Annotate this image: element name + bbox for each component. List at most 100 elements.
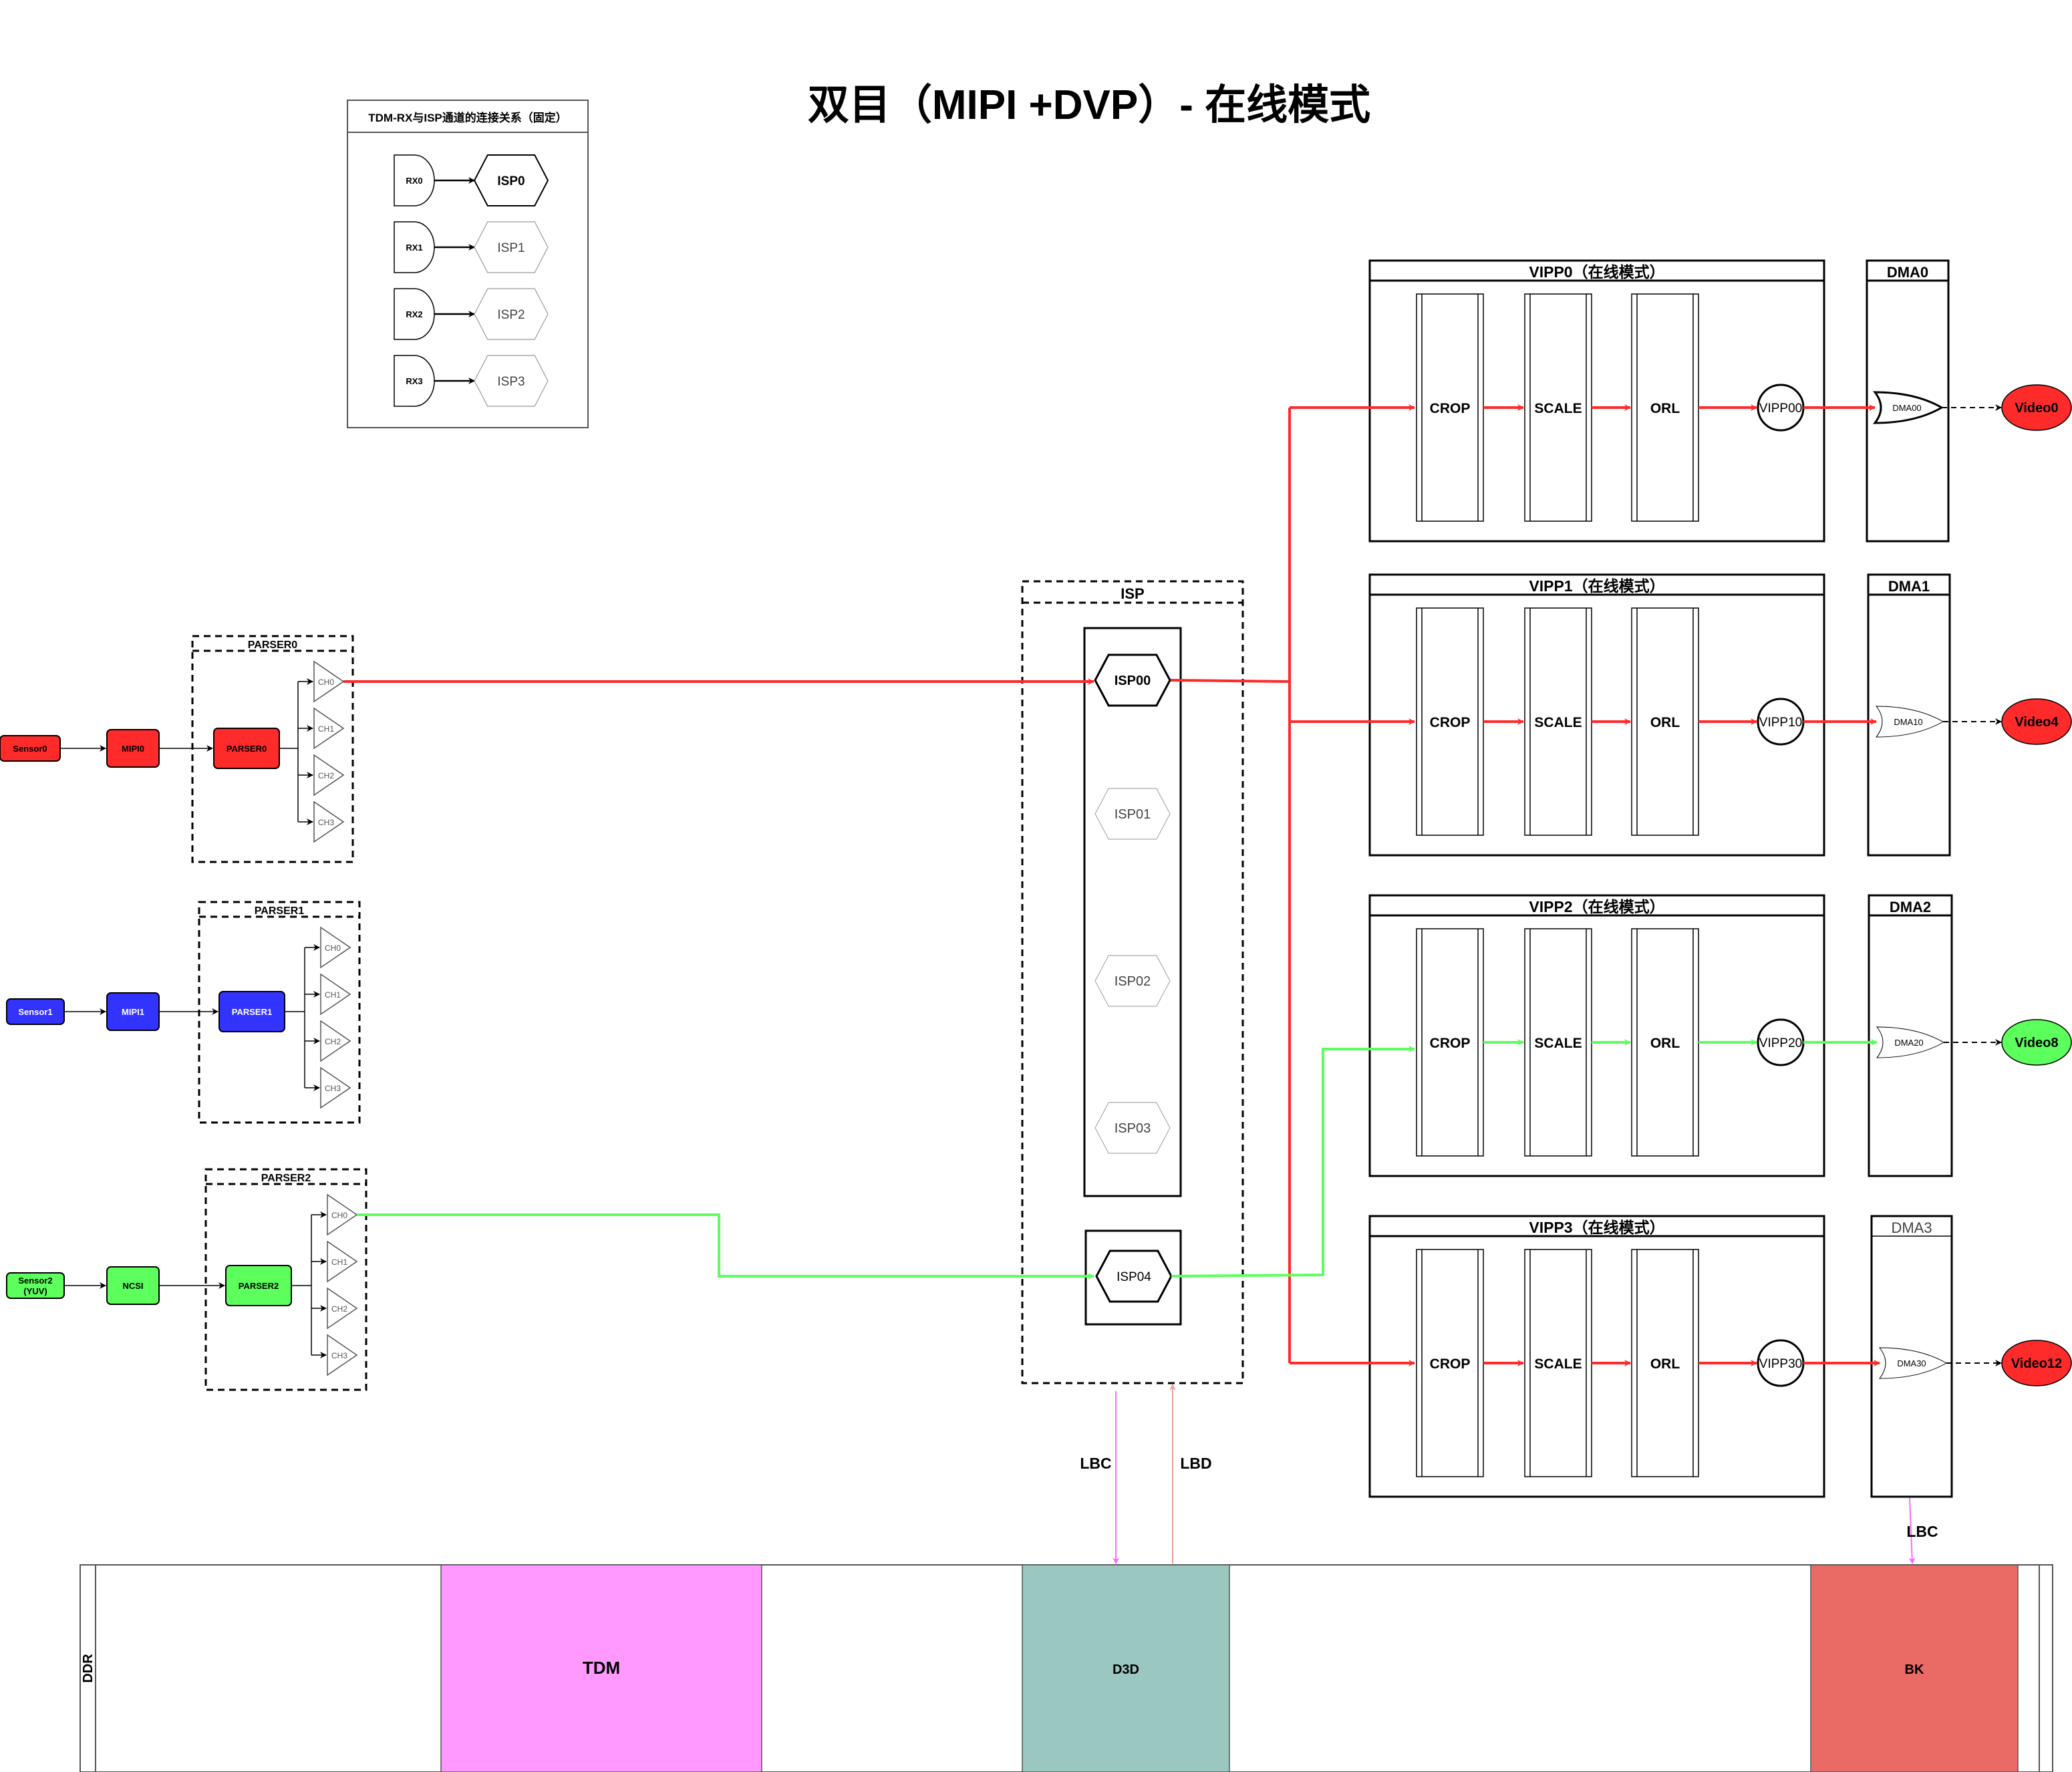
channel-triangle[interactable]: [313, 660, 345, 703]
dma-label: DMA30: [1897, 1358, 1926, 1368]
dma-label: DMA20: [1894, 1038, 1923, 1048]
page-title: 双目（MIPI +DVP）- 在线模式: [808, 82, 1370, 128]
flow-green-isp04: [357, 1213, 1094, 1280]
parser-label: PARSER1: [232, 1007, 272, 1017]
vipp-block[interactable]: [1631, 928, 1699, 1157]
channel-triangle[interactable]: [327, 1240, 358, 1283]
sensor-label: Sensor0: [13, 744, 47, 754]
vipp-block-label: SCALE: [1534, 1036, 1582, 1051]
vipp-block[interactable]: [1524, 607, 1592, 836]
phy-label: MIPI0: [122, 744, 144, 754]
sensor-label: Sensor2: [18, 1276, 52, 1286]
channel-triangle[interactable]: [313, 707, 345, 750]
dma-gate[interactable]: [1872, 391, 1944, 424]
vipp-title: VIPP3（在线模式）: [1529, 1219, 1664, 1236]
vipp-block[interactable]: [1631, 607, 1699, 836]
channel-label: CH0: [318, 678, 334, 687]
channel-label: CH3: [331, 1351, 347, 1360]
vipp-block[interactable]: [1416, 928, 1484, 1157]
isp-label: ISP1: [497, 241, 525, 255]
vipp-block[interactable]: [1416, 607, 1484, 836]
vipp-block[interactable]: [1631, 1249, 1699, 1477]
isp-title: ISP: [1121, 585, 1144, 602]
vipp-block[interactable]: [1524, 293, 1592, 522]
parser-container: [198, 901, 361, 1124]
channel-triangle[interactable]: [327, 1287, 358, 1330]
vipp-node-label: VIPP00: [1759, 402, 1802, 416]
channel-triangle[interactable]: [313, 754, 345, 796]
channel-triangle[interactable]: [327, 1193, 358, 1236]
video-node[interactable]: [2001, 698, 2072, 745]
video-node[interactable]: [2001, 1340, 2072, 1386]
vipp-block-label: SCALE: [1534, 715, 1582, 730]
channel-triangle[interactable]: [327, 1334, 358, 1376]
dma-gate[interactable]: [1875, 706, 1944, 738]
dma-title: DMA2: [1890, 899, 1931, 915]
video-node[interactable]: [2001, 1019, 2072, 1066]
channel-label: CH1: [331, 1258, 347, 1267]
isp-unit[interactable]: [1094, 653, 1171, 707]
vipp-title: VIPP0（在线模式）: [1529, 263, 1664, 281]
isp-hex: [474, 288, 549, 340]
isp-unit-label: ISP02: [1115, 974, 1151, 989]
channel-label: CH1: [318, 724, 334, 734]
flow-green-vipp2: [1171, 1046, 1415, 1278]
channel-triangle[interactable]: [320, 973, 351, 1016]
isp-unit[interactable]: [1094, 1102, 1171, 1154]
rx-label: RX0: [406, 176, 422, 186]
channel-label: CH0: [331, 1211, 347, 1220]
dma-label: DMA10: [1894, 717, 1922, 727]
isp-unit[interactable]: [1094, 955, 1171, 1007]
parser-label: PARSER2: [239, 1281, 279, 1291]
vipp-block[interactable]: [1524, 928, 1592, 1157]
dma-gate[interactable]: [1878, 1347, 1948, 1379]
channel-label: CH0: [325, 943, 341, 953]
video-node[interactable]: [2001, 384, 2072, 431]
vipp-block[interactable]: [1524, 1249, 1592, 1477]
isp-unit-label: ISP00: [1115, 674, 1151, 688]
parser-title: PARSER1: [255, 905, 304, 917]
vipp-block-label: CROP: [1430, 715, 1471, 730]
lbc-lbd-links: LBC LBD LBC: [1080, 1384, 1938, 1564]
channel-triangle[interactable]: [320, 1020, 351, 1062]
video-label: Video4: [2015, 715, 2059, 730]
lbc-label: LBC: [1080, 1455, 1111, 1472]
vipp-block[interactable]: [1631, 293, 1699, 522]
parser-container: [204, 1168, 367, 1391]
dma-title: DMA0: [1887, 264, 1928, 281]
legend-title: TDM-RX与ISP通道的连接关系（固定）: [368, 111, 567, 124]
channel-triangle[interactable]: [313, 800, 345, 843]
vipp-block[interactable]: [1416, 1249, 1484, 1477]
vipp-block-label: ORL: [1650, 401, 1680, 416]
ddr-region: [1810, 1564, 2019, 1772]
lbc2-label: LBC: [1906, 1523, 1938, 1540]
vipp-node-label: VIPP30: [1759, 1357, 1802, 1371]
vipp-block-label: CROP: [1430, 1356, 1471, 1372]
isp-inner-box: [1083, 627, 1182, 1197]
dma-gate[interactable]: [1876, 1026, 1945, 1058]
sensor-label: Sensor1: [18, 1007, 52, 1017]
isp04-label: ISP04: [1117, 1270, 1151, 1284]
isp-label: ISP2: [497, 308, 525, 322]
isp-label: ISP3: [497, 375, 525, 389]
channel-triangle[interactable]: [320, 1066, 351, 1109]
isp-unit[interactable]: [1094, 788, 1171, 840]
dma-title: DMA1: [1888, 578, 1930, 595]
parser-label: PARSER0: [227, 744, 267, 754]
vipp-block[interactable]: [1416, 293, 1484, 522]
parser-title: PARSER0: [248, 639, 297, 651]
channel-triangle[interactable]: [320, 926, 351, 969]
rx-shape: [394, 355, 435, 407]
vipp-block-label: SCALE: [1534, 1356, 1582, 1372]
isp-hex: [474, 355, 549, 407]
ddr-region: [440, 1564, 762, 1772]
